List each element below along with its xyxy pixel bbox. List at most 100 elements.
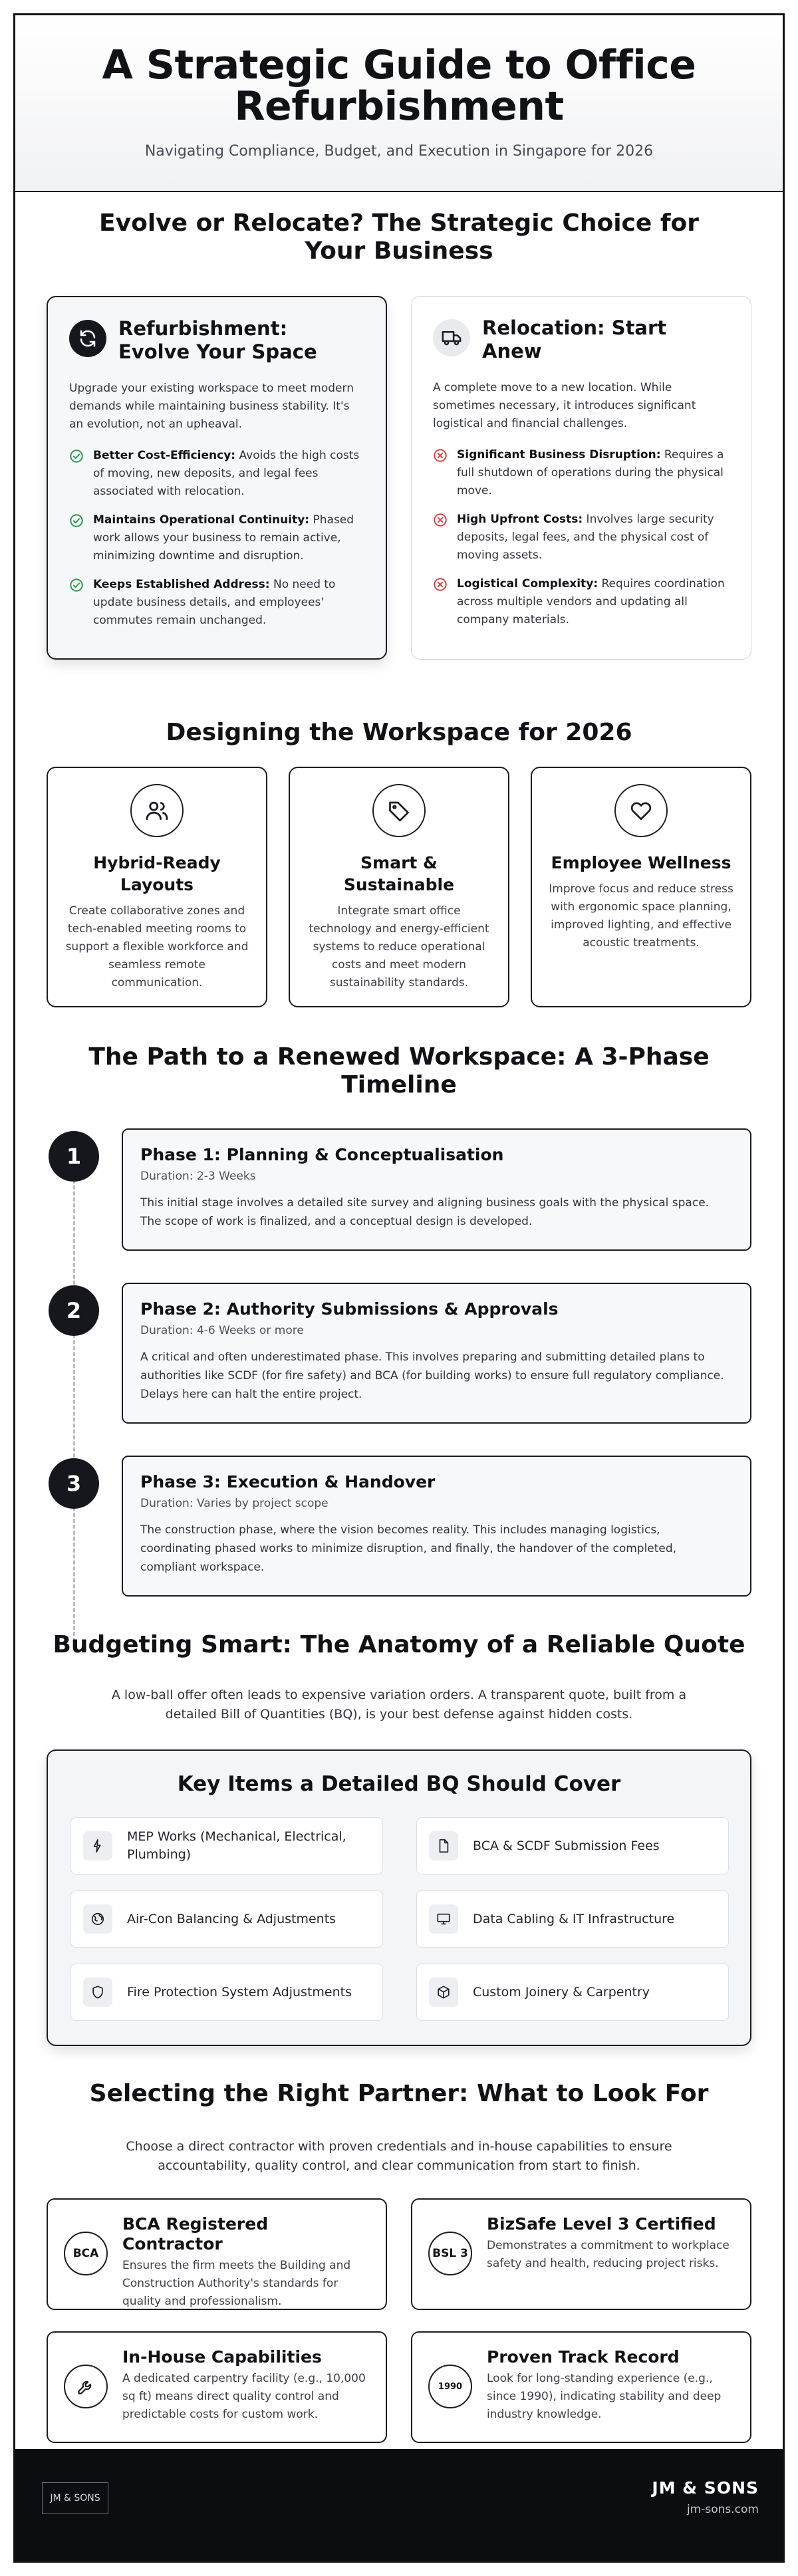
- check-circle-icon: [70, 450, 83, 463]
- monitor-icon: [429, 1904, 458, 1934]
- bq-item-label: Air-Con Balancing & Adjustments: [127, 1911, 336, 1926]
- bq-item: BCA & SCDF Submission Fees: [416, 1817, 729, 1874]
- benefit-label: Maintains Operational Continuity:: [93, 513, 310, 527]
- drawback-item: Logistical Complexity: Requires coordina…: [433, 575, 730, 629]
- benefit-label: Better Cost-Efficiency:: [93, 449, 236, 462]
- truck-icon: [433, 319, 470, 356]
- choice-section-title: Evolve or Relocate? The Strategic Choice…: [99, 209, 699, 265]
- brand-block: JM & SONS jm-sons.com: [652, 2478, 759, 2516]
- budget-intro: A low-ball offer often leads to expensiv…: [111, 1688, 687, 1722]
- benefit-item: Keeps Established Address: No need to up…: [69, 576, 364, 630]
- website-link[interactable]: jm-sons.com: [686, 2503, 759, 2516]
- bq-item: Fire Protection System Adjustments: [70, 1964, 383, 2021]
- phase-card-1: Phase 1: Planning & Conceptualisation Du…: [122, 1128, 751, 1251]
- phase-title: Phase 1: Planning & Conceptualisation: [140, 1145, 504, 1164]
- feature-title: Employee Wellness: [551, 853, 732, 872]
- bq-item-label: MEP Works (Mechanical, Electrical, Plumb…: [127, 1829, 346, 1862]
- bq-item: Data Cabling & IT Infrastructure: [416, 1890, 729, 1948]
- benefit-text: Phased work allows your business to rema…: [93, 513, 354, 563]
- partner-intro: Choose a direct contractor with proven c…: [126, 2139, 672, 2173]
- feature-title: Hybrid-Ready Layouts: [93, 853, 221, 894]
- phase-card-2: Phase 2: Authority Submissions & Approva…: [122, 1283, 751, 1424]
- benefit-item: Maintains Operational Continuity: Phased…: [69, 511, 364, 565]
- partner-section-title: Selecting the Right Partner: What to Loo…: [89, 2080, 709, 2107]
- check-circle-icon: [70, 514, 83, 527]
- timeline-connector: [73, 1150, 75, 1642]
- x-circle-icon: [434, 449, 447, 462]
- footer: JM & SONS JM & SONS jm-sons.com: [15, 2449, 783, 2561]
- check-circle-icon: [70, 579, 83, 592]
- document-icon: [429, 1831, 458, 1861]
- feature-card-wellness: Employee Wellness Improve focus and redu…: [531, 767, 751, 1007]
- bq-item: Air-Con Balancing & Adjustments: [70, 1890, 383, 1948]
- bq-item: Custom Joinery & Carpentry: [416, 1964, 729, 2021]
- brand-name: JM & SONS: [652, 2478, 759, 2498]
- bizsafe-badge: BSL 3: [428, 2232, 472, 2275]
- drawback-label: High Upfront Costs:: [457, 513, 583, 526]
- drawback-item: Significant Business Disruption: Require…: [433, 446, 730, 500]
- benefit-text: Avoids the high costs of moving, new dep…: [93, 449, 360, 498]
- bq-item-label: Data Cabling & IT Infrastructure: [473, 1911, 675, 1926]
- wrench-icon: [64, 2365, 108, 2408]
- timeline-section-title: The Path to a Renewed Workspace: A 3-Pha…: [88, 1043, 710, 1098]
- partner-card-bizsafe: BSL 3 BizSafe Level 3 Certified Demonstr…: [411, 2198, 751, 2310]
- page-subtitle: Navigating Compliance, Budget, and Execu…: [144, 143, 654, 160]
- partner-description: Look for long-standing experience (e.g.,…: [487, 2372, 722, 2421]
- phase-card-3: Phase 3: Execution & Handover Duration: …: [122, 1456, 751, 1597]
- drawback-text: Involves large security deposits, legal …: [457, 513, 714, 562]
- budget-section: Budgeting Smart: The Anatomy of a Reliab…: [15, 1631, 783, 2046]
- page-title: A Strategic Guide to Office Refurbishmen…: [102, 42, 696, 130]
- cube-icon: [429, 1978, 458, 2007]
- phase-duration: Duration: 4-6 Weeks or more: [140, 1324, 304, 1337]
- bca-badge: BCA: [64, 2232, 108, 2275]
- x-circle-icon: [434, 578, 447, 591]
- phase-number: 2: [49, 1285, 99, 1336]
- bq-title: Key Items a Detailed BQ Should Cover: [177, 1772, 621, 1796]
- benefit-item: Better Cost-Efficiency: Avoids the high …: [69, 447, 364, 501]
- choice-section: Evolve or Relocate? The Strategic Choice…: [15, 209, 783, 660]
- shield-icon: [83, 1978, 112, 2007]
- feature-description: Integrate smart office technology and en…: [309, 904, 489, 989]
- phase-description: A critical and often underestimated phas…: [140, 1351, 724, 1401]
- benefit-text: No need to update business details, and …: [93, 578, 336, 627]
- relocation-card: Relocation: Start Anew A complete move t…: [411, 296, 751, 660]
- partner-title: BCA Registered Contractor: [122, 2214, 269, 2254]
- drawback-item: High Upfront Costs: Involves large secur…: [433, 511, 730, 565]
- drawback-text: Requires coordination across multiple ve…: [457, 577, 725, 626]
- phase-duration: Duration: Varies by project scope: [140, 1497, 329, 1510]
- year-badge: 1990: [428, 2365, 472, 2408]
- partner-card-inhouse: In-House Capabilities A dedicated carpen…: [47, 2331, 387, 2443]
- relocation-title: Relocation: Start Anew: [482, 317, 667, 362]
- page-frame: A Strategic Guide to Office Refurbishmen…: [13, 13, 785, 2563]
- phase-description: This initial stage involves a detailed s…: [140, 1196, 710, 1228]
- bolt-icon: [83, 1831, 112, 1861]
- partner-title: Proven Track Record: [487, 2347, 680, 2367]
- drawback-label: Logistical Complexity:: [457, 577, 598, 590]
- relocation-description: A complete move to a new location. While…: [433, 381, 696, 430]
- feature-description: Improve focus and reduce stress with erg…: [549, 882, 733, 950]
- partner-description: Ensures the firm meets the Building and …: [122, 2259, 351, 2308]
- drawback-text: Requires a full shutdown of operations d…: [457, 448, 724, 497]
- feature-title: Smart & Sustainable: [343, 853, 455, 894]
- timeline-section: The Path to a Renewed Workspace: A 3-Pha…: [15, 1043, 783, 1642]
- tag-icon: [372, 784, 426, 837]
- refurbishment-title: Refurbishment: Evolve Your Space: [118, 317, 317, 363]
- refurbishment-card: Refurbishment: Evolve Your Space Upgrade…: [47, 296, 387, 660]
- partner-section: Selecting the Right Partner: What to Loo…: [15, 2080, 783, 2443]
- phase-title: Phase 2: Authority Submissions & Approva…: [140, 1299, 559, 1319]
- bq-checklist: Key Items a Detailed BQ Should Cover MEP…: [47, 1749, 751, 2046]
- partner-title: In-House Capabilities: [122, 2347, 322, 2367]
- benefit-label: Keeps Established Address:: [93, 578, 270, 591]
- refurbishment-benefits: Better Cost-Efficiency: Avoids the high …: [69, 447, 364, 630]
- phase-number: 3: [49, 1458, 99, 1509]
- feature-card-smart: Smart & Sustainable Integrate smart offi…: [289, 767, 509, 1007]
- choice-cards: Refurbishment: Evolve Your Space Upgrade…: [47, 296, 751, 660]
- bq-item-label: Custom Joinery & Carpentry: [473, 1984, 650, 1999]
- phase-description: The construction phase, where the vision…: [140, 1523, 677, 1574]
- phase-duration: Duration: 2-3 Weeks: [140, 1170, 256, 1183]
- phase-number: 1: [49, 1131, 99, 1182]
- partner-description: Demonstrates a commitment to workplace s…: [487, 2239, 730, 2270]
- feature-description: Create collaborative zones and tech-enab…: [65, 904, 249, 989]
- globe-icon: [83, 1904, 112, 1934]
- x-circle-icon: [434, 513, 447, 527]
